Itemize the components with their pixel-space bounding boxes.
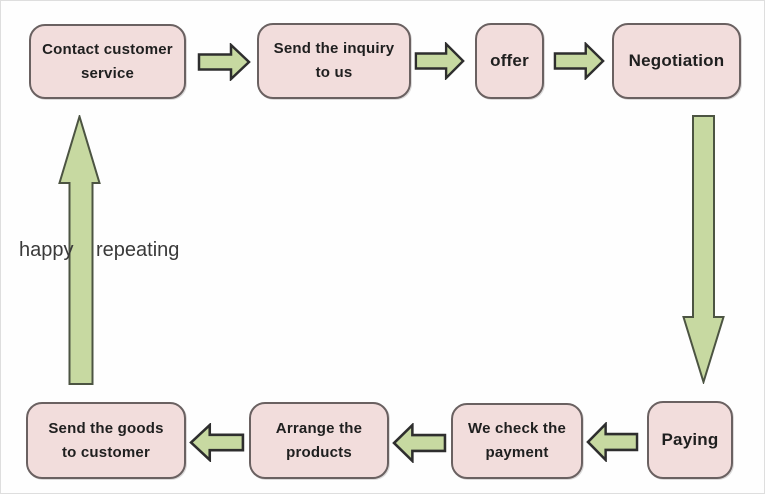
node-label-line: service [80,64,135,82]
arrow-left-shape [189,423,245,462]
arrow-right-icon [197,43,251,81]
arrow-up-shape [58,115,101,385]
node-contact-customer-service: Contact customer service [29,24,186,99]
node-label-line: to customer [61,443,151,461]
arrow-right-shape [414,42,465,80]
node-label-line: Contact customer [42,40,173,58]
arrow-left-icon [189,423,245,462]
node-label-line: Paying [661,430,719,449]
arrow-right-shape [197,43,251,81]
node-check-payment: We check the payment [451,403,583,479]
node-send-inquiry: Send the inquiry to us [257,23,411,99]
node-negotiation: Negotiation [612,23,741,99]
node-label-line: Negotiation [628,51,725,70]
arrow-right-icon [414,42,465,80]
node-label-line: payment [485,444,549,461]
node-label-line: Arrange the [275,419,363,437]
node-label-line: offer [490,51,529,70]
node-label-line: Send the inquiry [273,40,395,57]
arrow-down-shape [682,115,725,384]
node-label-line: to us [315,64,353,81]
node-offer: offer [475,23,544,99]
node-arrange-products: Arrange the products [249,402,389,479]
node-label-line: products [286,443,352,461]
arrow-up-icon [58,115,101,385]
node-label-line: Send the goods [48,419,164,437]
arrow-left-shape [392,423,447,463]
node-send-goods: Send the goods to customer [26,402,186,479]
arrow-down-icon [682,115,725,384]
loop-label-right: repeating [96,239,180,261]
arrow-left-icon [392,423,447,463]
loop-label-left: happy [19,239,74,261]
arrow-right-icon [553,42,605,80]
arrow-right-shape [553,42,605,80]
arrow-left-shape [586,422,639,462]
node-label-line: We check the [468,420,566,437]
arrow-left-icon [586,422,639,462]
node-paying: Paying [647,401,733,479]
